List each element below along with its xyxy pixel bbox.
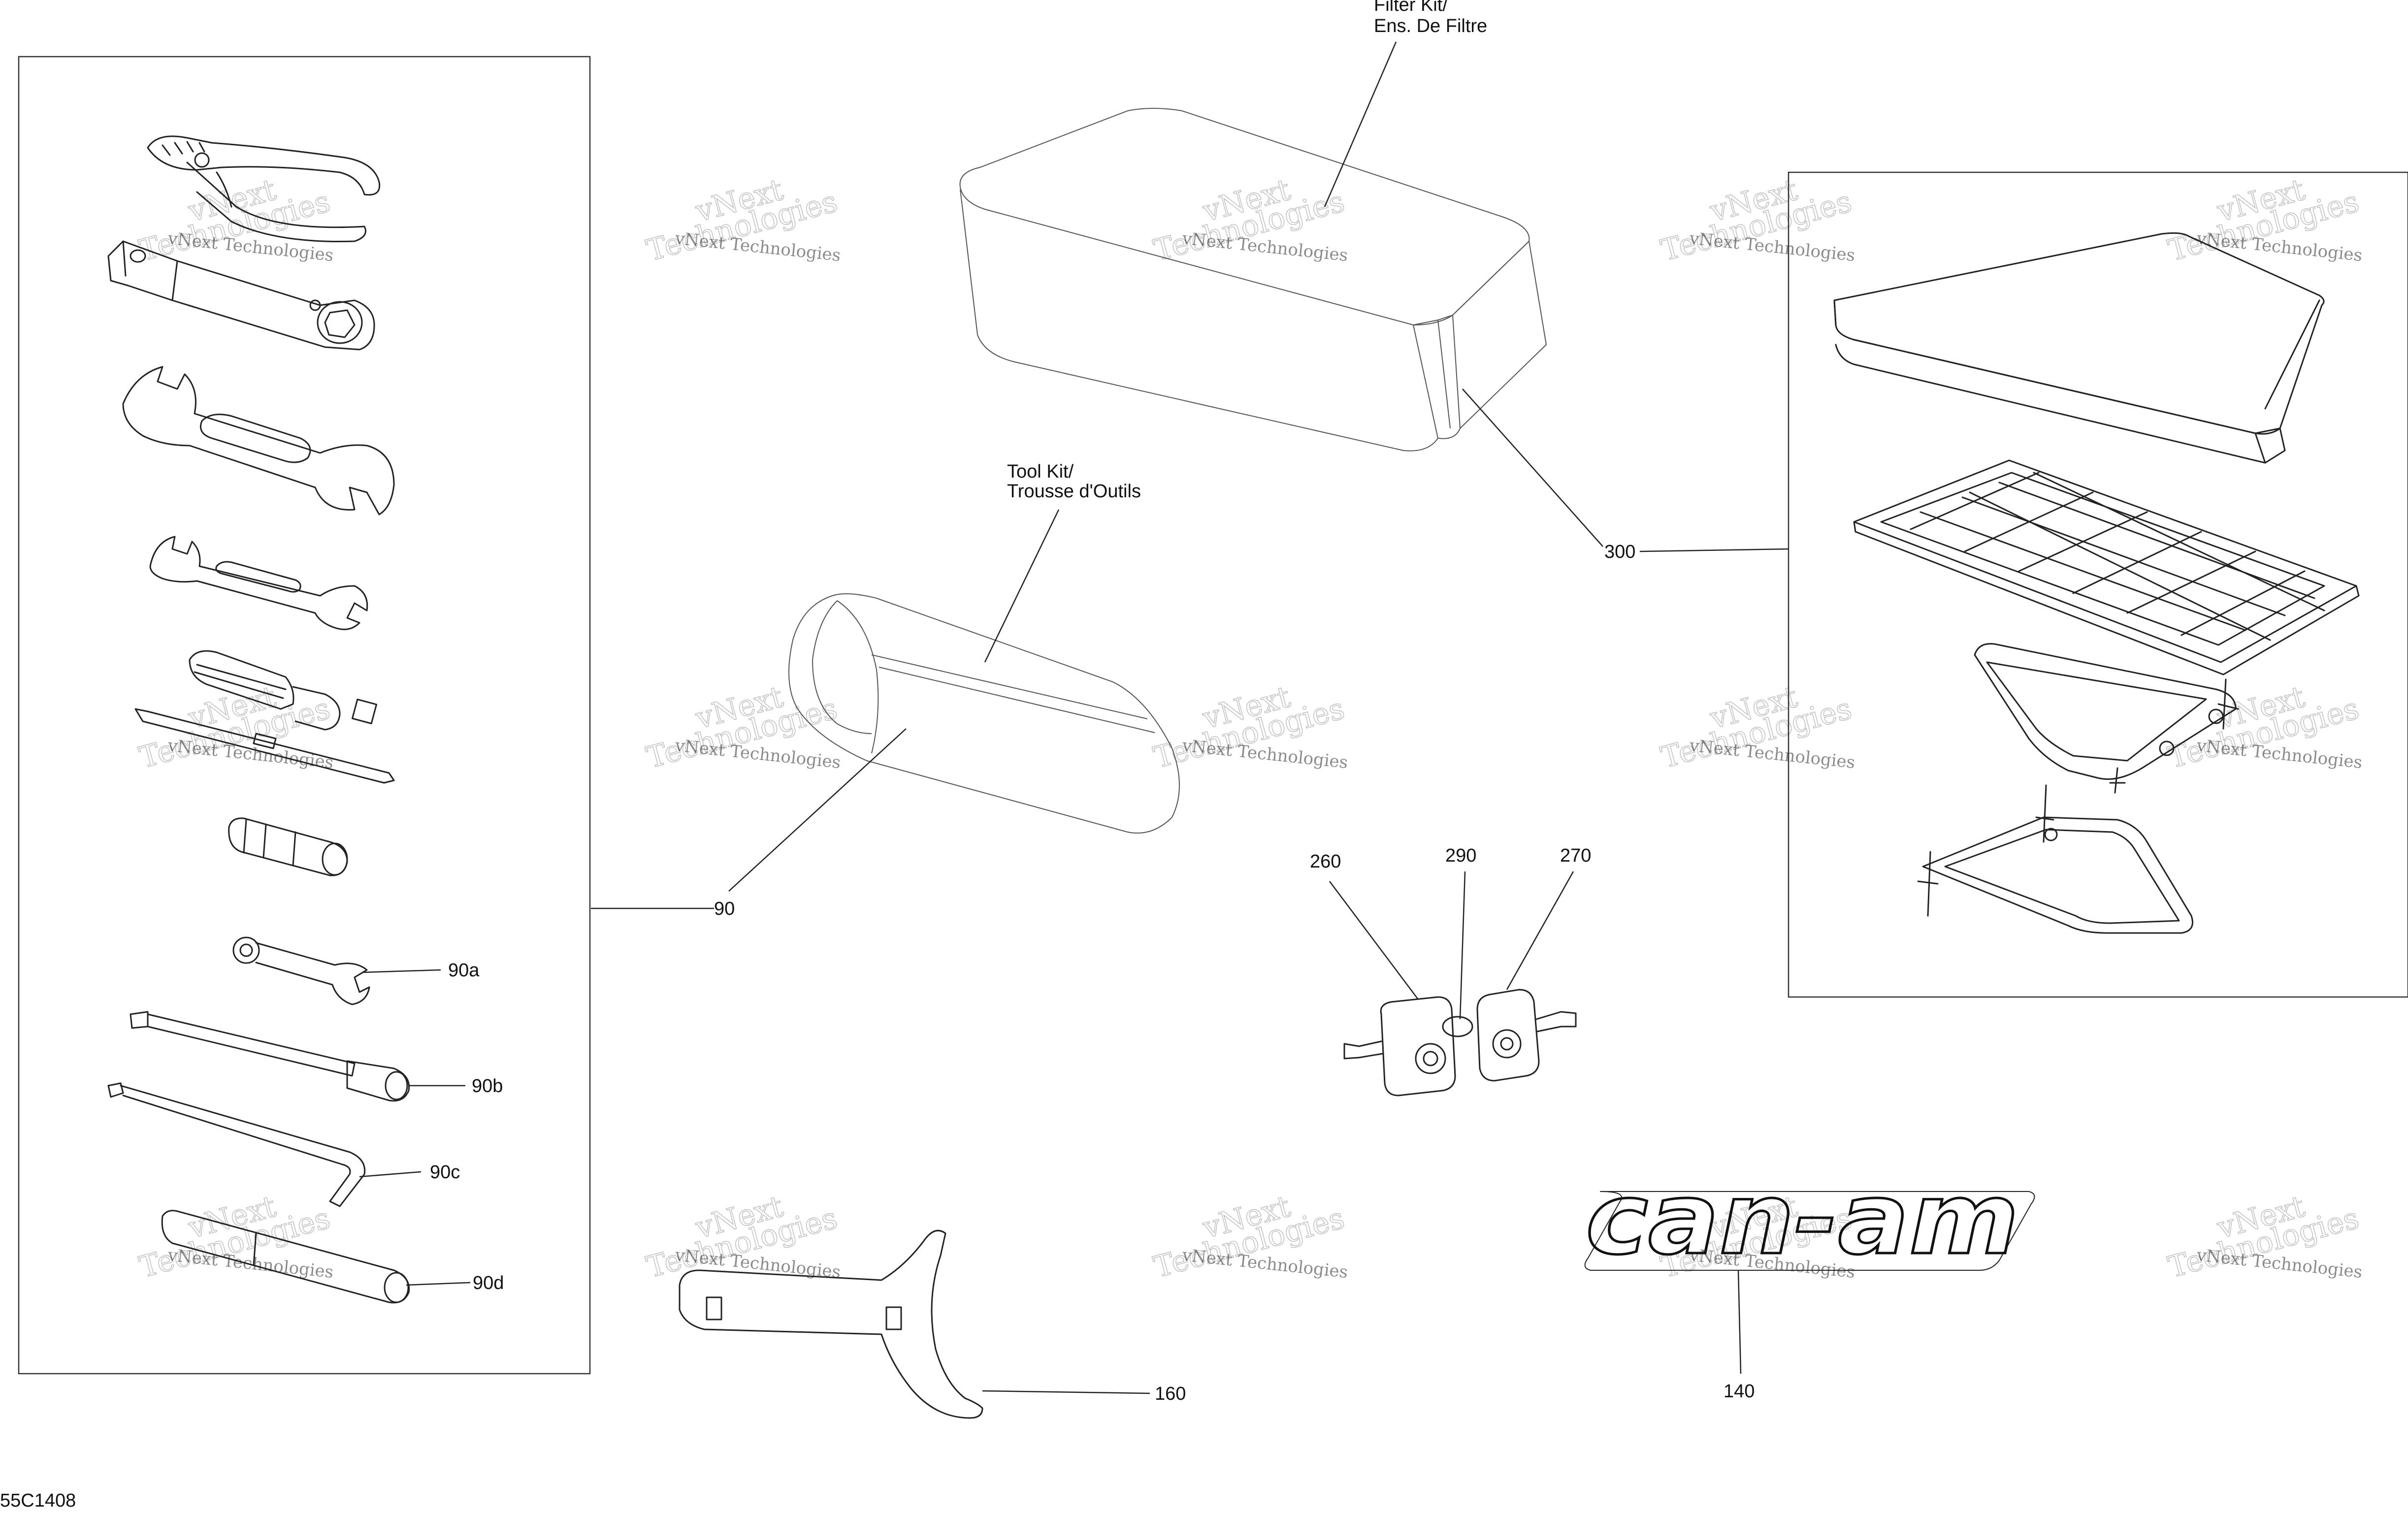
can-am-decal: can-am bbox=[1585, 1161, 2035, 1278]
filter-kit-label-line2: Ens. De Filtre bbox=[1374, 16, 1487, 36]
can-am-logo-text: can-am bbox=[1586, 1162, 2019, 1277]
screwdriver-icon bbox=[134, 650, 395, 784]
leader-270 bbox=[1506, 871, 1574, 990]
wrench-small-icon bbox=[149, 536, 368, 630]
small-socket-icon bbox=[228, 817, 348, 876]
gasket-lower-icon bbox=[1917, 784, 2193, 934]
hex-key-90c-icon bbox=[107, 1082, 366, 1207]
leader-90-pouch bbox=[728, 728, 907, 892]
leader-90d bbox=[406, 1282, 471, 1286]
socket-wrench-90d-icon bbox=[161, 1210, 410, 1304]
ignition-keys-icon bbox=[1343, 989, 1577, 1096]
filter-kit-label-line1: Filter Kit/ bbox=[1374, 0, 1448, 15]
callout-90a: 90a bbox=[448, 960, 480, 981]
tool-kit-pouch-icon bbox=[788, 593, 1180, 834]
leader-filter-kit-label bbox=[1324, 41, 1397, 207]
pliers-icon bbox=[147, 135, 381, 242]
callout-260: 260 bbox=[1310, 851, 1341, 872]
filter-kit-box-icon bbox=[959, 108, 1547, 451]
spark-plug-socket-icon bbox=[107, 240, 375, 351]
callout-290: 290 bbox=[1445, 845, 1476, 866]
leader-260 bbox=[1329, 881, 1419, 1000]
filter-kit-contents-frame bbox=[1788, 171, 2408, 998]
callout-300: 300 bbox=[1604, 542, 1635, 562]
filter-cage-icon bbox=[1853, 459, 2360, 676]
callout-160: 160 bbox=[1155, 1384, 1186, 1404]
leader-300 bbox=[1639, 548, 1789, 552]
callout-90b: 90b bbox=[472, 1076, 503, 1096]
leader-140 bbox=[1737, 1270, 1742, 1374]
wrench-large-icon bbox=[122, 366, 395, 515]
foam-filter-icon bbox=[1833, 232, 2325, 464]
wrench-90a-icon bbox=[232, 936, 370, 1005]
leader-90a bbox=[361, 969, 441, 973]
callout-90: 90 bbox=[714, 899, 735, 919]
spanner-wrench-icon bbox=[679, 1229, 983, 1419]
callout-270: 270 bbox=[1560, 845, 1591, 866]
callout-140: 140 bbox=[1724, 1381, 1755, 1402]
tool-kit-label-line1: Tool Kit/ bbox=[1007, 461, 1074, 482]
callout-90c: 90c bbox=[430, 1162, 460, 1183]
tool-kit-label-line2: Trousse d'Outils bbox=[1007, 481, 1141, 502]
gasket-upper-icon bbox=[1974, 643, 2239, 794]
leader-90c bbox=[359, 1171, 422, 1178]
figure-code: 55C1408 bbox=[0, 1490, 76, 1511]
leader-290 bbox=[1459, 871, 1466, 1020]
leader-tool-kit-label bbox=[984, 509, 1060, 663]
leader-160 bbox=[982, 1390, 1150, 1394]
leader-300-box bbox=[1462, 388, 1603, 547]
callout-90d: 90d bbox=[473, 1273, 504, 1293]
tool-kit-contents-frame bbox=[18, 56, 591, 1375]
extension-bar-90b-icon bbox=[130, 1011, 410, 1102]
